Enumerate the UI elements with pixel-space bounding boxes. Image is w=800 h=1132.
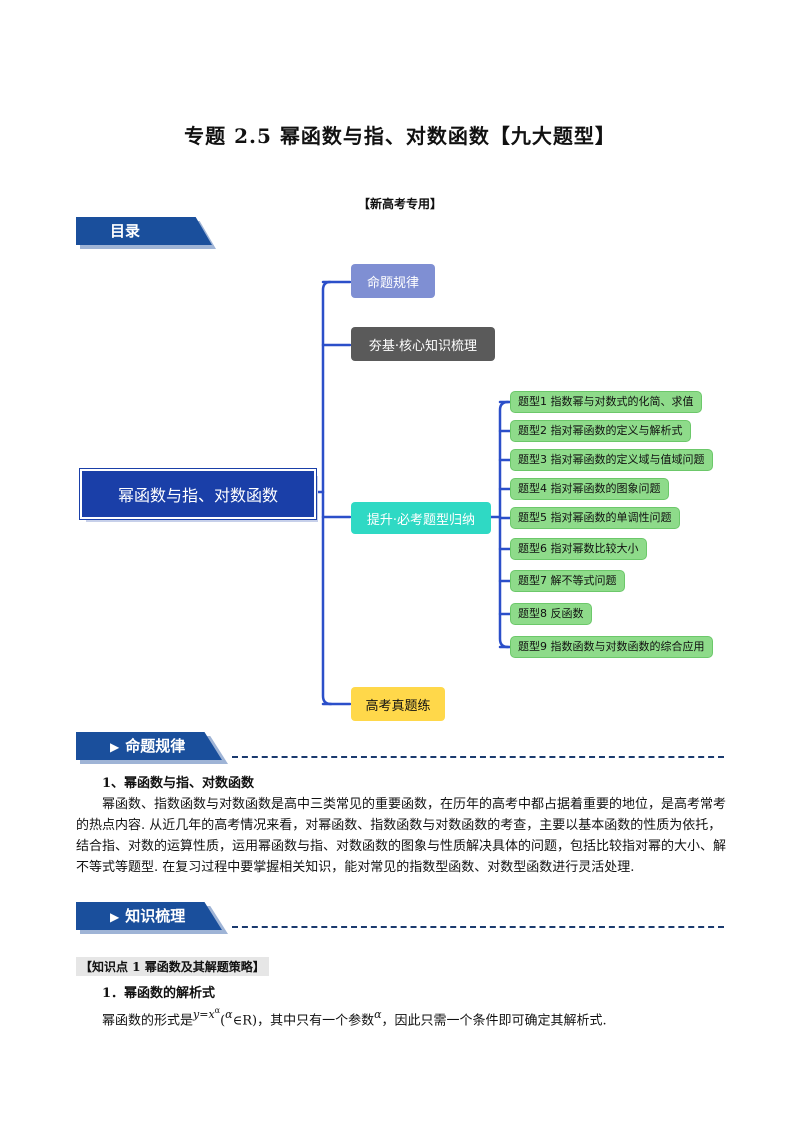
section1-paragraph: 幂函数、指数函数与对数函数是高中三类常见的重要函数，在历年的高考中都占据着重要的… bbox=[76, 797, 727, 875]
leaf-label: 题型2 指对幂函数的定义与解析式 bbox=[518, 424, 683, 437]
section1-banner-label: 命题规律 bbox=[125, 737, 186, 755]
section2-banner: ▶ 知识梳理 bbox=[76, 902, 222, 930]
section-divider bbox=[232, 926, 724, 928]
leaf-label: 题型1 指数幂与对数式的化简、求值 bbox=[518, 395, 694, 408]
formula-eq: = bbox=[199, 1008, 209, 1022]
branch-label: 高考真题练 bbox=[365, 698, 431, 714]
leaf-item-9: 题型9 指数函数与对数函数的综合应用 bbox=[510, 636, 713, 658]
formula-exp: α bbox=[214, 1006, 221, 1015]
branch-node-2: 夯基·核心知识梳理 bbox=[351, 327, 495, 361]
branch-label: 夯基·核心知识梳理 bbox=[368, 338, 478, 354]
play-icon: ▶ bbox=[110, 740, 120, 754]
root-node-label: 幂函数与指、对数函数 bbox=[117, 486, 278, 505]
leaf-item-3: 题型3 指对幂函数的定义域与值域问题 bbox=[510, 449, 713, 471]
leaf-item-5: 题型5 指对幂函数的单调性问题 bbox=[510, 507, 680, 529]
section2-heading: 1．幂函数的解析式 bbox=[102, 986, 216, 1001]
section1-banner: ▶ 命题规律 bbox=[76, 732, 222, 760]
leaf-item-2: 题型2 指对幂函数的定义与解析式 bbox=[510, 420, 691, 442]
page-subtitle: 【新高考专用】 bbox=[357, 197, 442, 211]
leaf-label: 题型5 指对幂函数的单调性问题 bbox=[518, 511, 672, 524]
formula-y: y bbox=[193, 1008, 200, 1022]
toc-banner-label: 目录 bbox=[110, 222, 141, 240]
leaf-label: 题型8 反函数 bbox=[518, 607, 584, 620]
leaf-item-6: 题型6 指对幂数比较大小 bbox=[510, 538, 647, 560]
root-node: 幂函数与指、对数函数 bbox=[79, 468, 317, 520]
branch-label: 提升·必考题型归纳 bbox=[366, 512, 476, 528]
section2-banner-label: 知识梳理 bbox=[125, 907, 186, 925]
leaf-item-4: 题型4 指对幂函数的图象问题 bbox=[510, 478, 669, 500]
branch-node-1: 命题规律 bbox=[351, 264, 435, 298]
formula-mid: ，其中只有一个参数 bbox=[257, 1013, 375, 1029]
play-icon: ▶ bbox=[110, 910, 120, 924]
formula-alpha: α bbox=[225, 1008, 233, 1022]
branch-node-3: 提升·必考题型归纳 bbox=[351, 502, 491, 534]
leaf-label: 题型6 指对幂数比较大小 bbox=[518, 542, 639, 555]
section1-heading: 1、幂函数与指、对数函数 bbox=[102, 776, 255, 791]
knowledge-point-label: 【知识点 1 幂函数及其解题策略】 bbox=[76, 957, 269, 976]
formula-line: 幂函数的形式是y=xα(α∈R)，其中只有一个参数α，因此只需一个条件即可确定其… bbox=[102, 1006, 607, 1032]
formula-prefix: 幂函数的形式是 bbox=[102, 1013, 194, 1029]
formula-cond-open: ( bbox=[220, 1013, 226, 1029]
leaf-label: 题型4 指对幂函数的图象问题 bbox=[518, 482, 661, 495]
formula-cond: ∈R) bbox=[232, 1013, 258, 1029]
branch-node-4: 高考真题练 bbox=[351, 687, 445, 721]
branch-label: 命题规律 bbox=[366, 275, 419, 291]
leaf-item-7: 题型7 解不等式问题 bbox=[510, 570, 625, 592]
formula-x: x bbox=[208, 1008, 215, 1022]
section-divider bbox=[232, 756, 724, 758]
formula-param: α bbox=[374, 1008, 382, 1022]
leaf-label: 题型9 指数函数与对数函数的综合应用 bbox=[518, 640, 705, 653]
toc-banner: 目录 bbox=[76, 217, 212, 245]
leaf-label: 题型7 解不等式问题 bbox=[518, 574, 617, 587]
leaf-item-1: 题型1 指数幂与对数式的化简、求值 bbox=[510, 391, 702, 413]
leaf-label: 题型3 指对幂函数的定义域与值域问题 bbox=[518, 453, 705, 466]
leaf-item-8: 题型8 反函数 bbox=[510, 603, 592, 625]
page-title: 专题 2.5 幂函数与指、对数函数【九大题型】 bbox=[184, 124, 616, 148]
formula-suffix: ，因此只需一个条件即可确定其解析式. bbox=[381, 1013, 607, 1029]
